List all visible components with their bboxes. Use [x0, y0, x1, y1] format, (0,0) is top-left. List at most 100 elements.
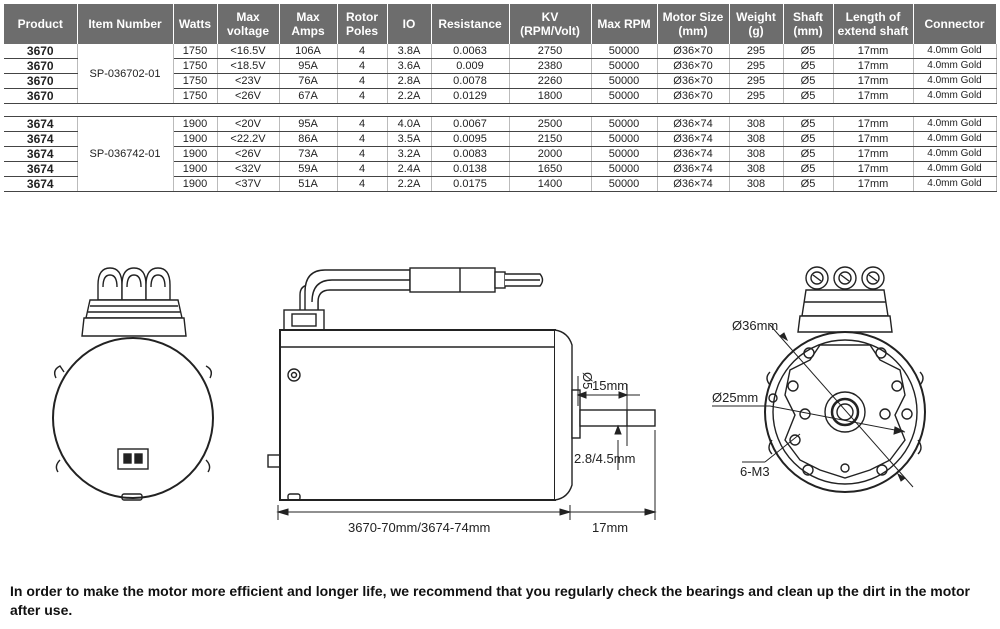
table-cell: 17mm — [833, 176, 914, 192]
table-cell: Ø5 — [783, 58, 834, 74]
table-cell: 106A — [279, 44, 338, 59]
table-cell: Ø36×74 — [657, 176, 730, 192]
front-dimension-lines — [712, 324, 914, 488]
table-cell: 308 — [729, 176, 784, 192]
table-cell: 1900 — [173, 146, 218, 162]
table-cell: Ø5 — [783, 116, 834, 132]
table-cell: 50000 — [591, 73, 658, 89]
table-cell: 2.4A — [387, 161, 432, 177]
table-cell: 4.0mm Gold — [913, 146, 997, 162]
table-cell: 4 — [337, 161, 388, 177]
table-cell: 0.0063 — [431, 44, 510, 59]
table-cell: 2000 — [509, 146, 592, 162]
table-cell: 67A — [279, 88, 338, 104]
label-diameter-outer: Ø36mm — [732, 318, 778, 333]
cell-item-number: SP-036742-01 — [77, 116, 174, 192]
table-cell: Ø36×74 — [657, 146, 730, 162]
label-diameter-bolt: Ø25mm — [712, 390, 758, 405]
table-cell: 4 — [337, 116, 388, 132]
table-cell: 4.0mm Gold — [913, 161, 997, 177]
table-cell: Ø5 — [783, 146, 834, 162]
table-cell: 3674 — [4, 146, 78, 162]
table-cell: 1750 — [173, 58, 218, 74]
table-cell: <23V — [217, 73, 280, 89]
table-cell: 2.2A — [387, 176, 432, 192]
table-cell: 4 — [337, 88, 388, 104]
table-cell: 17mm — [833, 44, 914, 59]
table-group-spacer — [4, 103, 996, 117]
table-cell: 0.0095 — [431, 131, 510, 147]
table-cell: <18.5V — [217, 58, 280, 74]
table-cell: <20V — [217, 116, 280, 132]
table-cell: 308 — [729, 116, 784, 132]
table-cell: 17mm — [833, 58, 914, 74]
table-cell: 3.8A — [387, 44, 432, 59]
table-cell: 2260 — [509, 73, 592, 89]
table-cell: <32V — [217, 161, 280, 177]
header-io: IO — [387, 4, 432, 44]
table-cell: 2150 — [509, 131, 592, 147]
table-cell: 3674 — [4, 176, 78, 192]
label-shaft-flat: 2.8/4.5mm — [574, 451, 635, 466]
table-cell: 0.0067 — [431, 116, 510, 132]
table-cell: 3670 — [4, 58, 78, 74]
table-cell: <26V — [217, 88, 280, 104]
table-header-row: Product Item Number Watts Max voltage Ma… — [4, 4, 997, 44]
table-cell: 50000 — [591, 44, 658, 59]
label-screws: 6-M3 — [740, 464, 770, 479]
table-cell: 50000 — [591, 116, 658, 132]
table-cell: 3674 — [4, 116, 78, 132]
table-cell: 308 — [729, 131, 784, 147]
table-cell: 2500 — [509, 116, 592, 132]
header-max-rpm: Max RPM — [591, 4, 658, 44]
table-cell: 50000 — [591, 58, 658, 74]
spec-table: Product Item Number Watts Max voltage Ma… — [4, 4, 997, 192]
table-cell: 86A — [279, 131, 338, 147]
table-cell: <22.2V — [217, 131, 280, 147]
table-cell: 3.6A — [387, 58, 432, 74]
table-cell: 0.0175 — [431, 176, 510, 192]
table-cell: 4.0mm Gold — [913, 131, 997, 147]
table-cell: 4.0mm Gold — [913, 88, 997, 104]
header-item-number: Item Number — [77, 4, 174, 44]
motor-side-view — [267, 267, 656, 501]
table-cell: 95A — [279, 58, 338, 74]
table-cell: Ø36×70 — [657, 73, 730, 89]
header-product: Product — [4, 4, 78, 44]
table-cell: 95A — [279, 116, 338, 132]
table-cell: 0.0138 — [431, 161, 510, 177]
table-cell: Ø5 — [783, 131, 834, 147]
table-cell: 1900 — [173, 131, 218, 147]
table-cell: 2380 — [509, 58, 592, 74]
header-weight: Weight (g) — [729, 4, 784, 44]
maintenance-note: In order to make the motor more efficien… — [10, 583, 970, 618]
table-cell: 0.009 — [431, 58, 510, 74]
table-cell: Ø5 — [783, 44, 834, 59]
table-cell: 4 — [337, 131, 388, 147]
table-cell: 3.5A — [387, 131, 432, 147]
table-cell: 2.8A — [387, 73, 432, 89]
table-cell: 3670 — [4, 88, 78, 104]
table-cell: 4.0mm Gold — [913, 58, 997, 74]
table-cell: 1900 — [173, 176, 218, 192]
table-cell: Ø36×74 — [657, 161, 730, 177]
table-cell: 50000 — [591, 146, 658, 162]
table-cell: 17mm — [833, 161, 914, 177]
table-cell: 59A — [279, 161, 338, 177]
table-cell: 0.0083 — [431, 146, 510, 162]
table-cell: 4.0A — [387, 116, 432, 132]
table-cell: 3674 — [4, 161, 78, 177]
label-shaft-length-top: 15mm — [592, 378, 628, 393]
table-cell: 17mm — [833, 131, 914, 147]
table-cell: 4.0mm Gold — [913, 73, 997, 89]
table-cell: 4 — [337, 146, 388, 162]
motor-end-view-left — [52, 267, 214, 501]
table-cell: 3.2A — [387, 146, 432, 162]
table-cell: 3674 — [4, 131, 78, 147]
table-cell: 295 — [729, 73, 784, 89]
